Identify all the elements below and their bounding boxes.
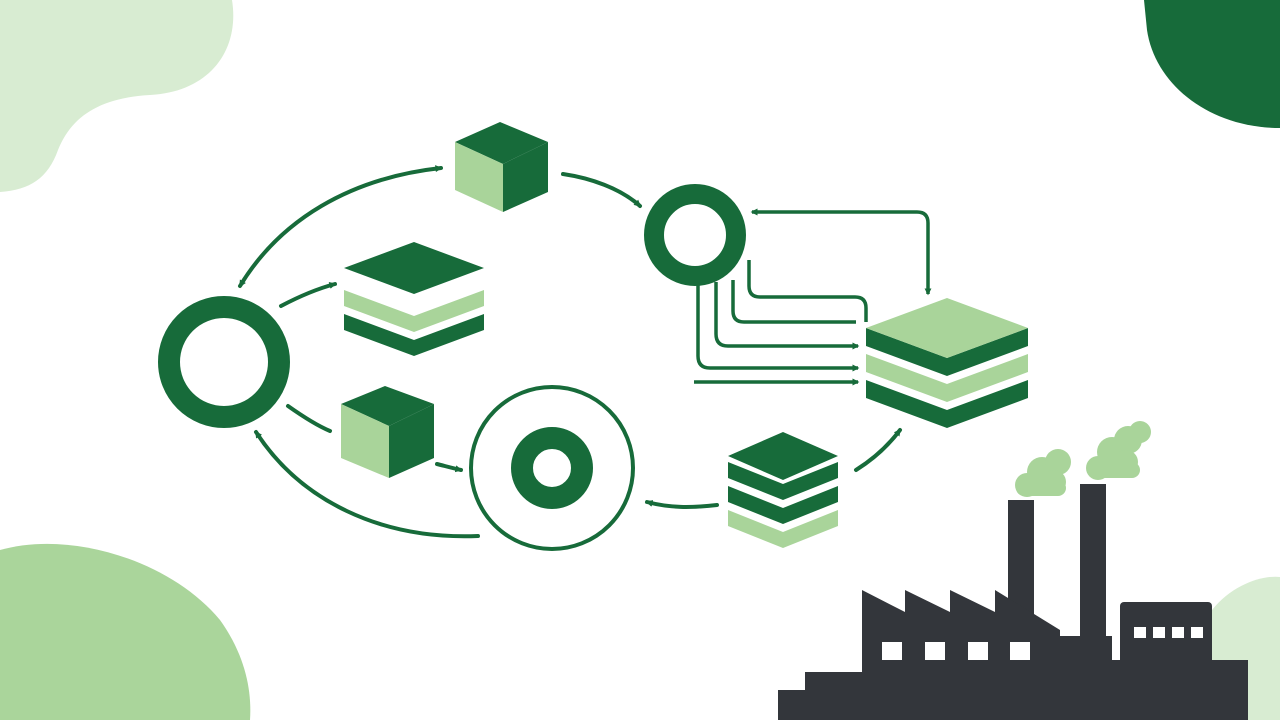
stack-three-layer-bottom — [728, 432, 838, 548]
layer-stack-icon — [728, 510, 838, 548]
ring-icon — [158, 296, 290, 428]
factory-windows — [882, 627, 1203, 660]
ring-large-left — [158, 296, 290, 428]
arrow-icon — [238, 165, 443, 288]
cube-face — [455, 142, 503, 212]
layer — [344, 242, 484, 294]
arrow-icon — [714, 282, 860, 350]
arrow-icon — [254, 430, 480, 539]
cube-face — [503, 142, 548, 212]
flow-arrows — [238, 165, 902, 539]
cube-icon — [341, 386, 434, 426]
blob-top-right — [1144, 0, 1280, 128]
ring-icon — [469, 385, 635, 551]
cube-bottom — [341, 386, 434, 478]
cube-face — [341, 404, 389, 478]
layer — [344, 290, 484, 332]
feed-arrows — [694, 260, 868, 386]
arrow-icon — [747, 260, 868, 322]
cube-top — [455, 122, 548, 212]
layer-stack-icon — [344, 314, 484, 356]
arrow-icon — [279, 282, 337, 308]
arrow-icon — [731, 280, 856, 324]
factory — [778, 421, 1248, 720]
blob-bottom-left — [0, 543, 251, 720]
return-arrow — [750, 208, 932, 296]
arrow-icon — [696, 284, 860, 372]
arrow-icon — [561, 172, 642, 208]
ring-icon — [511, 427, 593, 509]
factory-icon — [778, 484, 1248, 720]
ring-top-center — [644, 184, 746, 286]
layer — [866, 354, 1028, 402]
layer — [728, 462, 838, 500]
arrow-icon — [750, 208, 932, 296]
layer — [728, 486, 838, 524]
cube-icon — [455, 122, 548, 164]
smoke-cloud-icon — [1015, 449, 1071, 497]
cube-face — [389, 404, 434, 478]
layer — [728, 432, 838, 480]
arrow-icon — [854, 428, 902, 472]
smoke-cloud-icon — [1086, 421, 1151, 480]
stack-two-layer — [344, 242, 484, 356]
stack-three-layer-right — [866, 298, 1028, 428]
layer — [866, 328, 1028, 376]
ring-icon — [644, 184, 746, 286]
ring-double-bottom — [469, 385, 635, 551]
arrow-icon — [435, 462, 463, 473]
layer — [866, 298, 1028, 358]
blob-top-left — [0, 0, 234, 192]
layer-stack-icon — [866, 380, 1028, 428]
arrow-icon — [286, 404, 332, 433]
arrow-icon — [645, 500, 719, 509]
